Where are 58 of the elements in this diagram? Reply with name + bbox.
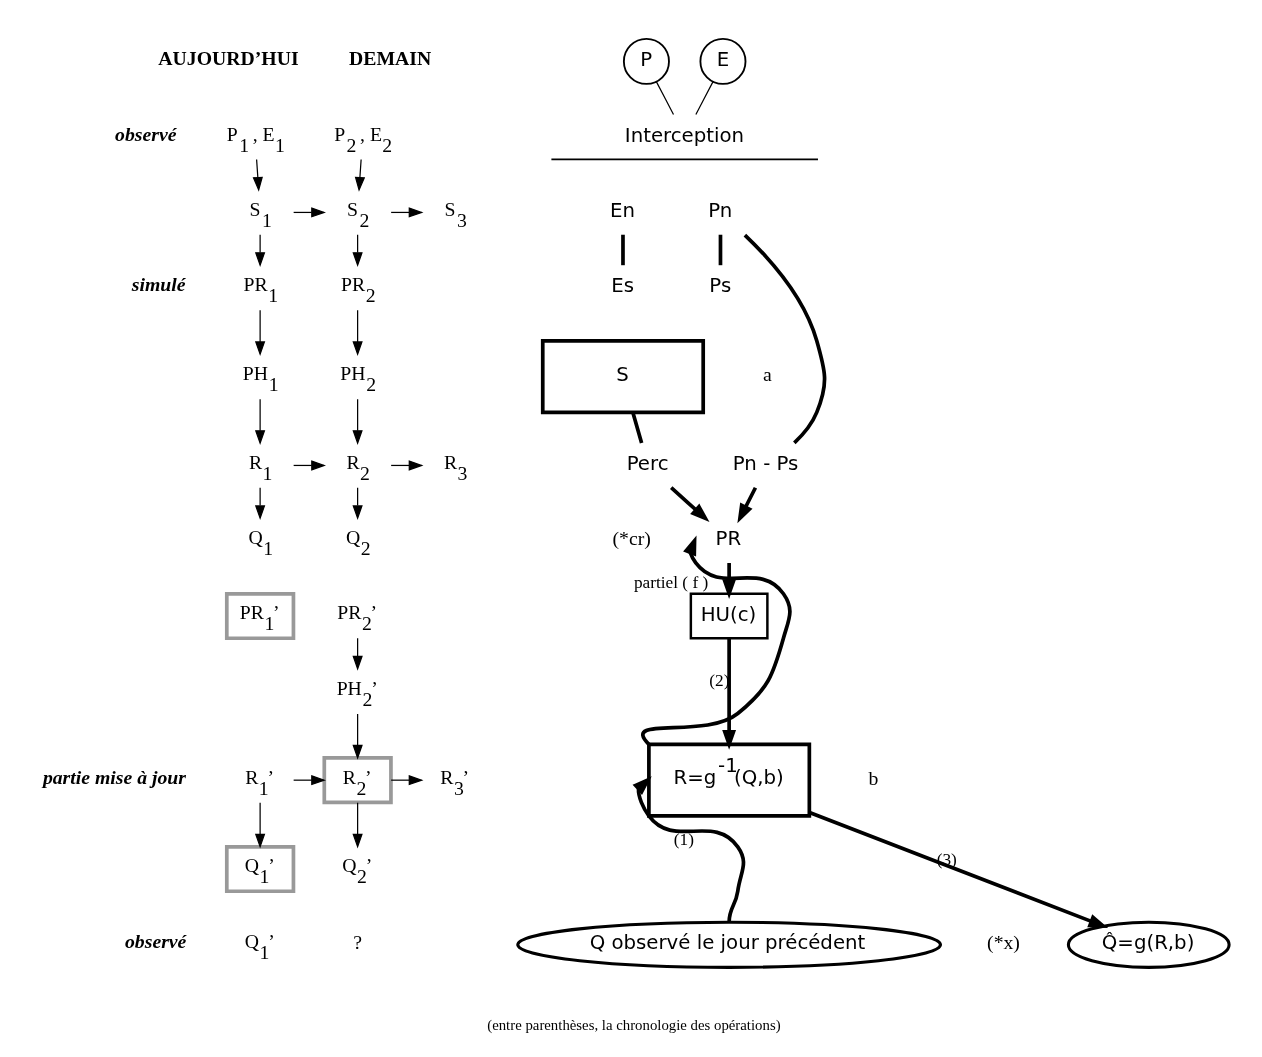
label: partie mise à jour <box>42 765 186 788</box>
arrow <box>293 774 326 785</box>
label: (*x) <box>987 930 1020 953</box>
node-box: S <box>540 338 706 414</box>
connector <box>695 80 714 115</box>
node-box <box>224 844 296 893</box>
node-circle: E <box>699 37 747 85</box>
node-text: Perc <box>626 451 669 475</box>
arrow <box>352 801 363 849</box>
arrow <box>254 309 266 356</box>
connector <box>718 234 723 265</box>
node-text: Interception <box>624 123 745 147</box>
arrow <box>632 775 746 922</box>
arrow <box>390 206 424 218</box>
arrow <box>641 535 792 746</box>
label: DEMAIN <box>348 46 432 69</box>
arrow <box>293 459 326 471</box>
label: (*cr) <box>612 526 651 549</box>
arrow <box>254 398 266 445</box>
node-text: Es <box>611 273 635 297</box>
node-text: Ps <box>709 273 732 297</box>
arrow <box>390 459 424 471</box>
label: ? <box>353 930 363 953</box>
edge-label: (1) <box>673 829 694 849</box>
node-circle: P <box>622 37 670 85</box>
arrow <box>254 801 266 849</box>
arrow <box>254 486 266 520</box>
connector <box>621 234 625 265</box>
label: observé <box>124 929 187 952</box>
node-text: PR <box>715 526 742 550</box>
node-box: HU(c) <box>689 592 769 639</box>
edge-label: partiel ( f ) <box>633 572 709 592</box>
arrow <box>254 233 266 267</box>
node-text: En <box>610 198 635 222</box>
arrow <box>808 810 1109 928</box>
connector <box>743 233 827 444</box>
arrow <box>252 158 263 192</box>
arrow <box>390 774 424 785</box>
node-text: Pn - Ps <box>732 451 799 475</box>
label: AUJOURD’HUI <box>158 46 299 69</box>
node-text: Pn <box>708 198 733 222</box>
arrow <box>722 637 737 750</box>
connector <box>631 411 644 443</box>
caption: (entre parenthèses, la chronologie des opérations) <box>487 1016 781 1033</box>
arrow <box>352 712 363 760</box>
arrow <box>670 485 710 522</box>
node-ellipse: Q observé le jour précédent <box>516 920 942 969</box>
arrow <box>354 158 366 192</box>
node-ellipse: Q̂=g(R,b) <box>1066 920 1231 969</box>
label: observé <box>115 122 177 145</box>
arrow <box>352 398 363 445</box>
connector <box>655 80 675 115</box>
label: b <box>868 766 879 789</box>
arrow <box>737 486 758 523</box>
label: a <box>763 362 772 385</box>
arrow <box>293 206 326 218</box>
arrow <box>352 309 363 356</box>
label: simulé <box>131 272 186 295</box>
